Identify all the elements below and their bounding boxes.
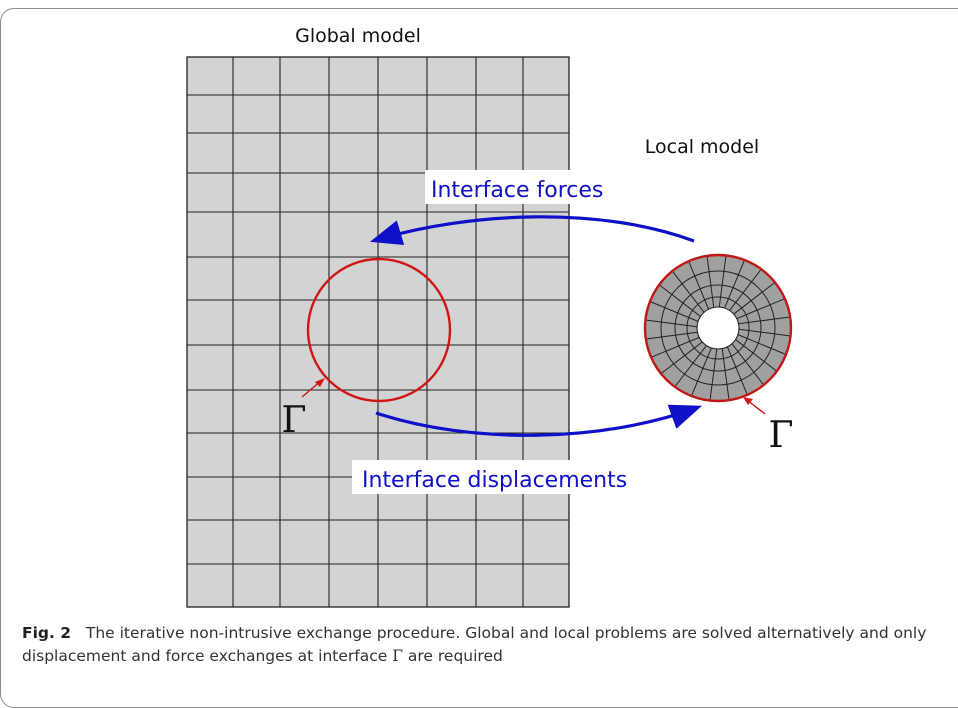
- displacements-label-backdrop: [352, 460, 668, 494]
- exchange-diagram: Global model Γ Local model Γ Interface f…: [186, 25, 794, 608]
- local-gamma-pointer: [743, 397, 766, 415]
- local-gamma-symbol: Γ: [769, 415, 794, 456]
- caption-text: The iterative non-intrusive exchange pro…: [22, 624, 927, 665]
- caption-gamma: Γ: [392, 647, 403, 665]
- interface-displacements-arrow: [375, 404, 703, 437]
- local-model-label: Local model: [645, 136, 759, 158]
- global-gamma-pointer: [301, 378, 325, 398]
- local-mesh: [643, 253, 793, 403]
- interface-forces-arrow: [369, 215, 695, 245]
- figure-caption: Fig. 2 The iterative non-intrusive excha…: [22, 622, 942, 668]
- caption-text-end: are required: [402, 647, 503, 665]
- global-interface-circle: [306, 257, 452, 403]
- interface-displacements-label: Interface displacements: [362, 468, 627, 493]
- forces-label-backdrop: [425, 170, 657, 204]
- caption-label: Fig. 2: [22, 624, 72, 642]
- global-model-label: Global model: [295, 25, 421, 47]
- global-gamma-symbol: Γ: [282, 400, 307, 441]
- interface-forces-label: Interface forces: [431, 178, 603, 203]
- local-interface-circle: [643, 253, 793, 403]
- global-mesh: [186, 56, 570, 608]
